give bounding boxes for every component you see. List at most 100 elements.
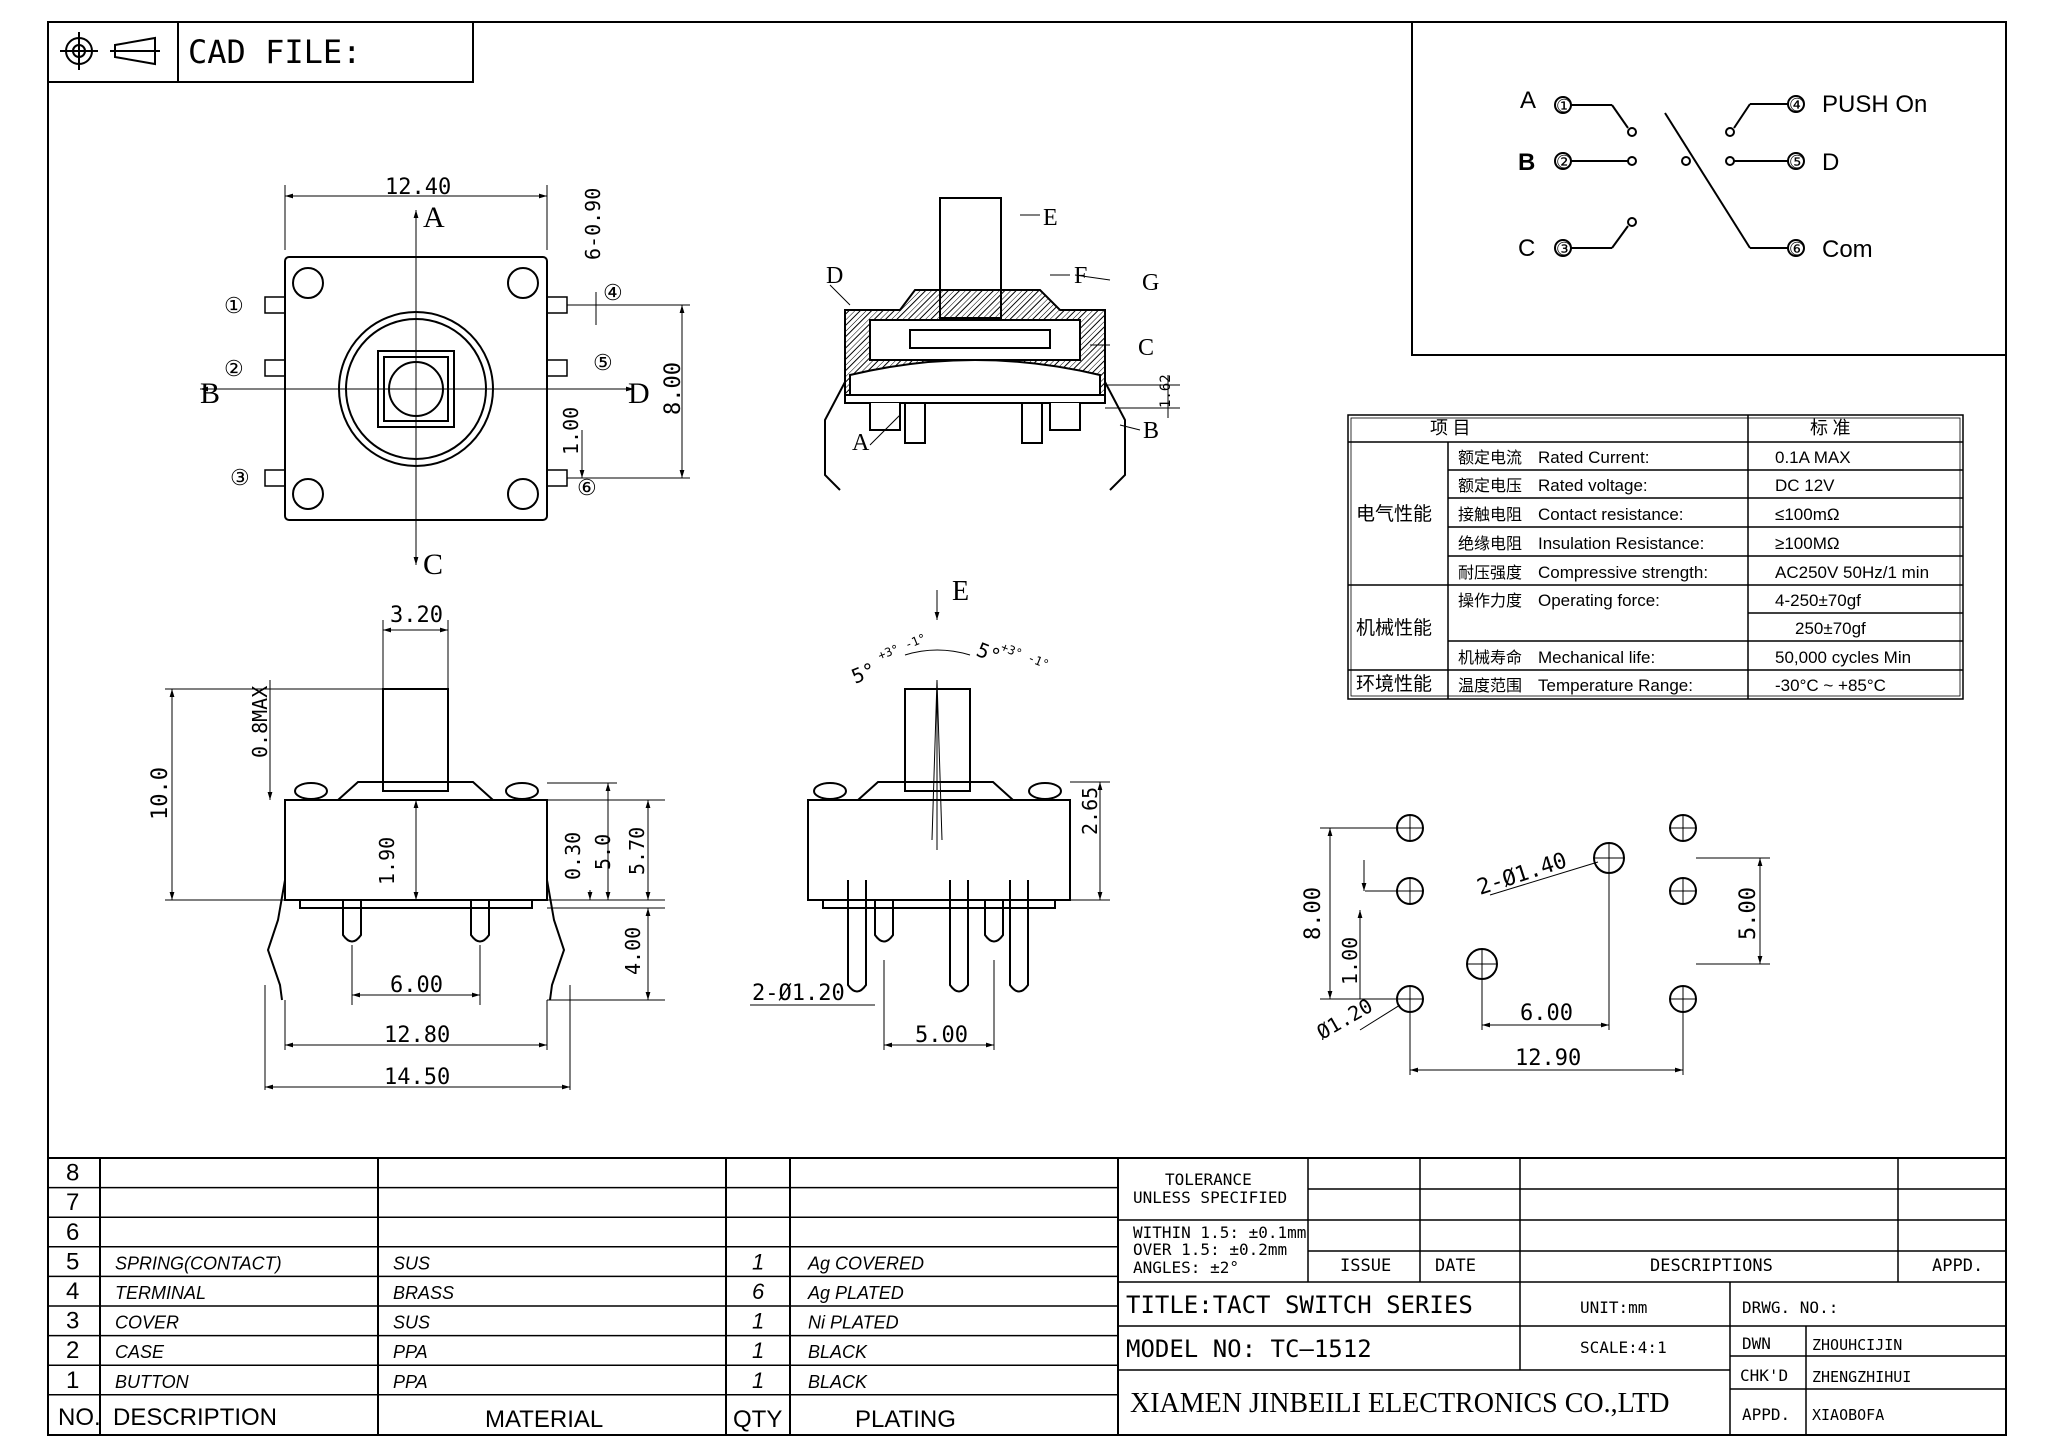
top-view-pin-6: ⑥	[577, 475, 597, 500]
spec-row-cn-label: 接触电阻	[1458, 506, 1522, 524]
schematic-label-push-on: PUSH On	[1822, 91, 1927, 118]
dim-5-70: 5.70	[625, 827, 649, 875]
spec-row-value: -30°C ~ +85°C	[1775, 676, 1886, 695]
pcb-layout	[1320, 814, 1770, 1075]
bom-row-material: PPA	[393, 1372, 428, 1392]
bom-row-no: 5	[66, 1248, 79, 1275]
section-label-c: C	[1138, 335, 1154, 361]
bom-row-qty: 1	[752, 1338, 764, 1363]
spec-row-value-2: 250±70gf	[1795, 619, 1866, 638]
spec-row-en-label: Rated Current:	[1538, 448, 1650, 467]
bom-row-description: COVER	[115, 1313, 179, 1333]
bom-row-description: BUTTON	[115, 1372, 190, 1392]
bom-row-no: 2	[66, 1337, 79, 1364]
cad-file-label: CAD FILE:	[188, 33, 361, 71]
section-label-d: D	[826, 263, 843, 289]
bom-head-description: DESCRIPTION	[113, 1404, 277, 1431]
bom-row-plating: BLACK	[808, 1342, 868, 1362]
top-view-pin-5: ⑤	[593, 350, 613, 375]
sheet-border	[47, 21, 2007, 1436]
spec-row-value: ≥100MΩ	[1775, 534, 1840, 553]
drawing-title: TITLE:TACT SWITCH SERIES	[1126, 1291, 1473, 1319]
schematic-pin-letter-b: B	[1518, 149, 1535, 176]
dim-6-00: 6.00	[390, 973, 443, 998]
section-label-b: B	[1143, 418, 1159, 444]
spec-row-en-label: Temperature Range:	[1538, 676, 1693, 695]
tolerance-sub: UNLESS SPECIFIED	[1133, 1188, 1287, 1207]
dwn-name: ZHOUHCIJIN	[1812, 1336, 1902, 1354]
spec-row-cn-label: 额定电压	[1458, 477, 1522, 495]
col-issue: ISSUE	[1340, 1256, 1391, 1276]
dim-1-90: 1.90	[375, 837, 399, 885]
side-angle-right-tol: +3° -1°	[999, 640, 1051, 672]
bom-row-description: TERMINAL	[115, 1283, 206, 1303]
bom-row-plating: BLACK	[808, 1372, 868, 1392]
section-label-g: G	[1142, 270, 1159, 296]
side-angle-left-tol: +3° -1°	[876, 631, 928, 663]
col-appd: APPD.	[1932, 1256, 1983, 1276]
bom-row-qty: 1	[752, 1249, 764, 1274]
spec-row-value: 50,000 cycles Min	[1775, 648, 1911, 667]
bom-row-plating: Ni PLATED	[808, 1313, 899, 1333]
bom-row-material: SUS	[393, 1313, 430, 1333]
bom-row-no: 6	[66, 1219, 79, 1246]
top-view-pin-1: ①	[224, 293, 244, 318]
bom-row-no: 8	[66, 1160, 79, 1187]
dim-pcb-8-00: 8.00	[1301, 887, 1326, 940]
projection-symbol-icon	[60, 32, 160, 70]
switch-schematic: A B C ① ② ③ ④ ⑤ ⑥ PUSH On D Com	[1411, 21, 2007, 356]
bom-row-qty: 1	[752, 1368, 764, 1393]
spec-row-cn-label: 额定电流	[1458, 449, 1522, 467]
spec-row-en-label: Contact resistance:	[1538, 505, 1684, 524]
side-view	[750, 590, 1110, 1050]
dim-2-dia-1-20: 2-Ø1.20	[752, 981, 845, 1006]
appd-name: XIAOBOFA	[1812, 1406, 1884, 1424]
spec-row-en-label: Rated voltage:	[1538, 476, 1648, 495]
spec-row-cn-label: 机械寿命	[1458, 649, 1522, 667]
top-view-letter-c: C	[423, 548, 443, 581]
scale-label: SCALE:4:1	[1580, 1338, 1667, 1357]
title-block: TOLERANCE UNLESS SPECIFIED WITHIN 1.5: ±…	[1118, 1158, 2006, 1435]
dim-10-0: 10.0	[148, 767, 173, 820]
chkd-name: ZHENGZHIHUI	[1812, 1368, 1911, 1386]
section-label-e: E	[1043, 205, 1058, 231]
bom-row-no: 7	[66, 1189, 79, 1216]
section-label-a: A	[852, 430, 870, 456]
tolerance-angles: ANGLES: ±2°	[1133, 1258, 1239, 1277]
bom-row-description: CASE	[115, 1342, 165, 1362]
schematic-pin-num-1: ①	[1556, 96, 1572, 116]
dim-2-65: 2.65	[1078, 787, 1102, 835]
dim-5-0: 5.0	[591, 834, 615, 870]
spec-row-cn-label: 温度范围	[1458, 677, 1522, 695]
unit-label: UNIT:mm	[1580, 1298, 1647, 1317]
top-view-letter-a: A	[423, 201, 445, 234]
top-view-letter-b: B	[200, 377, 220, 410]
dim-pcb-5-00: 5.00	[1736, 887, 1761, 940]
spec-group-electrical: 电气性能	[1356, 503, 1432, 525]
top-view-pin-3: ③	[230, 465, 250, 490]
top-view-labels: 12.40 6-0.90 8.00 1.00 A B C D ① ② ③ ④ ⑤…	[200, 175, 686, 581]
dim-1-00: 1.00	[559, 407, 583, 455]
spec-group-mechanical: 机械性能	[1356, 617, 1432, 639]
dim-2-dia-1-40: 2-Ø1.40	[1474, 848, 1570, 900]
bom-head-no: NO.	[58, 1404, 101, 1431]
schematic-pin-num-5: ⑤	[1789, 152, 1805, 172]
dim-0-8max: 0.8MAX	[248, 686, 272, 758]
bom-head-qty: QTY	[733, 1406, 782, 1433]
company-name: XIAMEN JINBEILI ELECTRONICS CO.,LTD	[1130, 1388, 1670, 1419]
spec-group-environmental: 环境性能	[1356, 673, 1432, 695]
bom-row-no: 4	[66, 1278, 79, 1305]
spec-row-en-label: Insulation Resistance:	[1538, 534, 1704, 553]
schematic-label-d: D	[1822, 149, 1839, 176]
dim-pcb-6-00: 6.00	[1520, 1001, 1573, 1026]
spec-row-value: 4-250±70gf	[1775, 591, 1861, 610]
bom-row-no: 1	[66, 1367, 79, 1394]
bom-row-no: 3	[66, 1308, 79, 1335]
dim-1-62: 1.62	[1158, 374, 1174, 408]
spec-row-cn-label: 操作力度	[1458, 592, 1522, 610]
dim-12-40: 12.40	[385, 175, 451, 200]
spec-row-value: DC 12V	[1775, 476, 1835, 495]
top-view-letter-d: D	[628, 377, 650, 410]
